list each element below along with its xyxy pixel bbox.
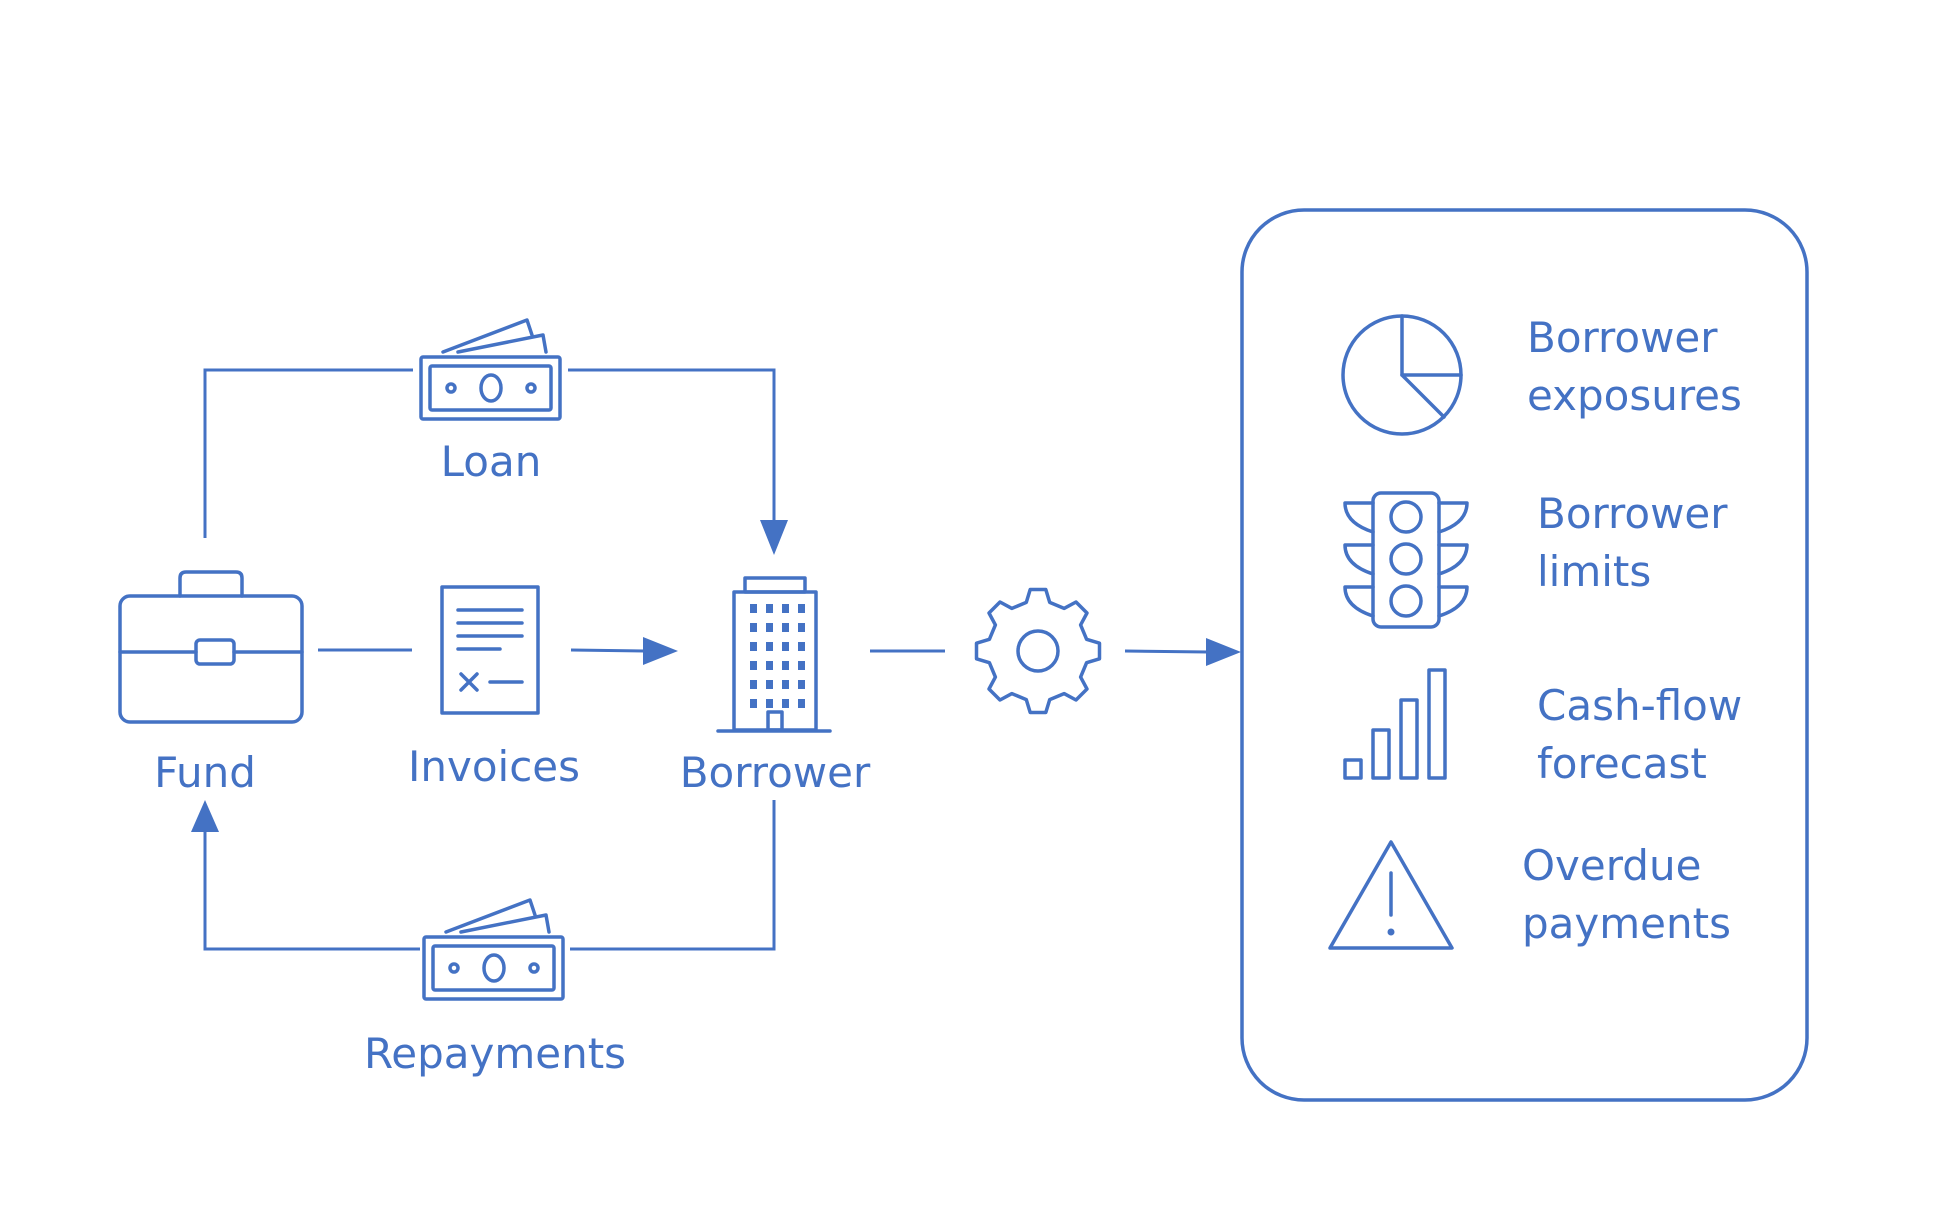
building-window — [766, 642, 773, 651]
forecast-line1: Cash-flow — [1537, 681, 1742, 730]
loan-arrowhead — [760, 520, 788, 555]
building-window — [766, 699, 773, 708]
building-windows — [750, 604, 805, 708]
overdue-line1: Overdue — [1522, 841, 1701, 890]
pie-chart-icon — [1341, 314, 1463, 436]
building-window — [782, 699, 789, 708]
traffic-light-icon — [1343, 491, 1469, 629]
invoice-document-icon — [440, 585, 540, 715]
fund-label: Fund — [154, 748, 256, 797]
building-window — [766, 604, 773, 613]
exposures-line1: Borrower — [1527, 313, 1718, 362]
building-window — [750, 699, 757, 708]
office-building-icon — [716, 576, 832, 733]
repayments-label: Repayments — [364, 1029, 626, 1078]
limits-line1: Borrower — [1537, 489, 1728, 538]
bar-chart-icon — [1343, 668, 1447, 780]
outputs-arrowhead — [1206, 638, 1241, 666]
repayments-connector-right — [570, 800, 776, 951]
building-window — [798, 604, 805, 613]
gear-icon — [974, 587, 1102, 715]
invoices-arrowhead — [643, 637, 678, 665]
building-window — [750, 680, 757, 689]
building-window — [750, 642, 757, 651]
building-window — [750, 623, 757, 632]
building-window — [798, 661, 805, 670]
limits-line2: limits — [1537, 547, 1651, 596]
loan-banknotes-icon — [419, 318, 562, 421]
building-window — [782, 623, 789, 632]
borrower-label: Borrower — [680, 748, 871, 797]
building-window — [750, 604, 757, 613]
building-window — [782, 604, 789, 613]
building-window — [782, 642, 789, 651]
building-window — [798, 642, 805, 651]
warning-icon — [1328, 840, 1454, 950]
repayments-banknotes-icon — [422, 898, 565, 1001]
building-window — [782, 680, 789, 689]
briefcase-icon — [118, 570, 304, 724]
building-window — [750, 661, 757, 670]
building-window — [766, 623, 773, 632]
outputs-panel — [1240, 208, 1809, 1102]
repayments-connector-left — [203, 830, 420, 951]
gear-outputs-connector — [1124, 649, 1209, 654]
building-window — [766, 661, 773, 670]
repayments-arrowhead — [191, 800, 219, 832]
building-window — [798, 680, 805, 689]
invoices-label: Invoices — [408, 742, 580, 791]
exposures-line2: exposures — [1527, 371, 1742, 420]
loan-connector-right — [568, 368, 776, 520]
invoices-borrower-connector — [570, 648, 646, 653]
building-window — [766, 680, 773, 689]
overdue-line2: payments — [1522, 899, 1731, 948]
building-window — [782, 661, 789, 670]
loan-label: Loan — [441, 437, 542, 486]
building-window — [798, 699, 805, 708]
building-window — [798, 623, 805, 632]
forecast-line2: forecast — [1537, 739, 1707, 788]
loan-connector-left — [203, 368, 413, 538]
